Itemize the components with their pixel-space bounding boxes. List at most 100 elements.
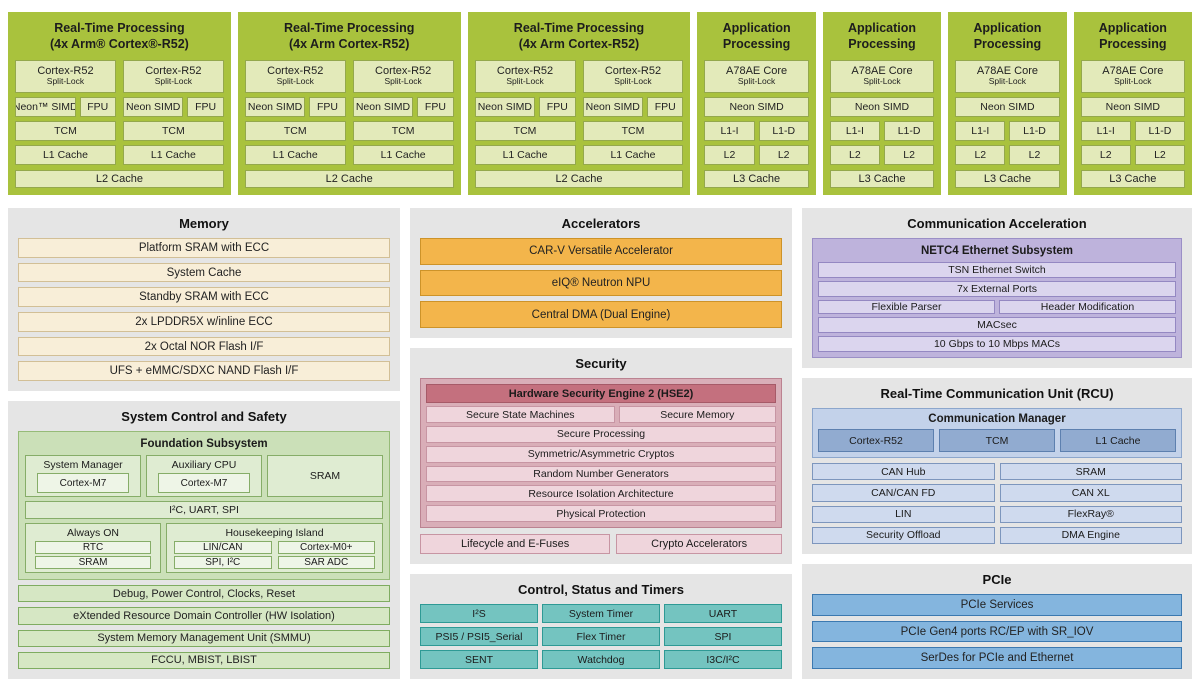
core-sub: Split-Lock [737, 76, 776, 87]
control-status-timers-panel: Control, Status and Timers I²S System Ti… [410, 574, 792, 679]
security-row: Random Number Generators [426, 465, 776, 483]
secure-state-machines-cell: Secure State Machines [426, 406, 615, 423]
core-name: Cortex-R52 [267, 64, 324, 77]
l1i-cell: L1-I [1080, 120, 1131, 141]
memory-row: UFS + eMMC/SDXC NAND Flash I/F [18, 361, 390, 382]
accelerators-panel: Accelerators CAR-V Versatile Accelerator… [410, 208, 792, 338]
spi-i2c-cell: SPI, I²C [174, 556, 272, 569]
app-cluster-4: Application Processing A78AE Core Split-… [1073, 12, 1193, 195]
panel-title: Memory [179, 216, 229, 231]
secure-memory-cell: Secure Memory [618, 406, 776, 423]
psi5-cell: PSI5 / PSI5_Serial [420, 627, 538, 646]
communication-manager: Communication Manager Cortex-R52 TCM L1 … [812, 408, 1182, 458]
communication-manager-title: Communication Manager [928, 413, 1066, 425]
rt-cluster-2: Real-Time Processing (4x Arm Cortex-R52)… [237, 12, 461, 195]
simd-fpu-row: Neon SIMD FPU [122, 96, 224, 117]
l1i-cell: L1-I [704, 120, 755, 141]
cluster-title-line2: Processing [722, 37, 791, 52]
simd-cell: Neon SIMD [122, 96, 184, 117]
l2-cache-cell: L2 Cache [474, 169, 684, 188]
header-modification-cell: Header Modification [999, 300, 1176, 314]
system-control-panel: System Control and Safety Foundation Sub… [8, 401, 400, 679]
cluster-title-line2: Processing [1099, 37, 1167, 52]
app-cluster-3: Application Processing A78AE Core Split-… [948, 12, 1067, 195]
pcie-row: PCIe Gen4 ports RC/EP with SR_IOV [812, 620, 1182, 643]
rcu-pair-row: LIN FlexRay® [812, 505, 1182, 523]
l2-cell: L2 [1009, 144, 1060, 165]
l2-cell: L2 [884, 144, 935, 165]
sram-cell: SRAM [999, 463, 1182, 481]
watchdog-cell: Watchdog [542, 650, 660, 669]
core-sub: Split-Lock [988, 76, 1027, 87]
simd-cell: Neon SIMD [829, 96, 935, 117]
cluster-title-line2: (4x Arm Cortex-R52) [518, 37, 640, 52]
l2-row: L2 L2 [829, 144, 935, 165]
security-pair-row: Secure State Machines Secure Memory [426, 406, 776, 423]
communication-manager-cells: Cortex-R52 TCM L1 Cache [818, 429, 1176, 452]
sram-cell: SRAM [267, 455, 383, 497]
system-control-row: Debug, Power Control, Clocks, Reset [18, 585, 390, 603]
core-cell: Cortex-R52 Split-Lock [474, 59, 576, 93]
l1-cache-cell: L1 Cache [15, 144, 116, 165]
left-column: Memory Platform SRAM with ECC System Cac… [8, 208, 400, 679]
tcm-cell: TCM [582, 120, 684, 141]
l1-row: L1-I L1-D [955, 120, 1060, 141]
security-panel: Security Hardware Security Engine 2 (HSE… [410, 348, 792, 564]
l1d-cell: L1-D [1134, 120, 1186, 141]
system-control-row: eXtended Resource Domain Controller (HW … [18, 607, 390, 625]
l1-row: L1-I L1-D [829, 120, 935, 141]
memory-row: Platform SRAM with ECC [18, 238, 390, 258]
cluster-title-line2: Processing [848, 37, 916, 52]
core-column: A78AE Core Split-Lock Neon SIMD L1-I L1-… [1080, 59, 1186, 165]
security-footer-row: Lifecycle and E-Fuses Crypto Accelerator… [420, 534, 782, 554]
simd-fpu-row: Neon SIMD FPU [352, 96, 454, 117]
cluster-title: Real-Time Processing (4x Arm Cortex-R52) [475, 20, 684, 53]
accelerator-row: CAR-V Versatile Accelerator [420, 238, 782, 265]
memory-row: 2x LPDDR5X w/inline ECC [18, 312, 390, 332]
ethernet-pair-row: Flexible Parser Header Modification [818, 300, 1176, 314]
simd-cell: Neon™ SIMD [15, 96, 76, 117]
app-cluster-2: Application Processing A78AE Core Split-… [822, 12, 942, 195]
simd-cell: Neon SIMD [704, 96, 809, 117]
simd-fpu-row: Neon SIMD FPU [582, 96, 684, 117]
core-sub: Split-Lock [46, 76, 85, 87]
l1i-cell: L1-I [829, 120, 880, 141]
core-sub: Split-Lock [506, 76, 544, 87]
flex-timer-cell: Flex Timer [542, 627, 660, 646]
ethernet-row: 10 Gbps to 10 Mbps MACs [818, 336, 1176, 352]
core-column: A78AE Core Split-Lock Neon SIMD L1-I L1-… [704, 59, 809, 165]
core-sub: Split-Lock [1114, 76, 1152, 87]
simd-fpu-row: Neon SIMD FPU [244, 96, 346, 117]
dma-engine-cell: DMA Engine [999, 526, 1182, 544]
cluster-title-line1: Application [973, 21, 1042, 35]
l1-row: L1-I L1-D [1080, 120, 1186, 141]
accelerator-rows: CAR-V Versatile Accelerator eIQ® Neutron… [420, 238, 782, 329]
sent-cell: SENT [420, 650, 538, 669]
core-sub: Split-Lock [863, 76, 901, 87]
core-cell: A78AE Core Split-Lock [704, 59, 809, 93]
security-row: Symmetric/Asymmetric Cryptos [426, 445, 776, 463]
memory-panel: Memory Platform SRAM with ECC System Cac… [8, 208, 400, 391]
cluster-title-line1: Real-Time Processing [284, 21, 415, 35]
core-cell: A78AE Core Split-Lock [829, 59, 935, 93]
fpu-cell: FPU [647, 96, 684, 117]
l2-row: L2 L2 [704, 144, 809, 165]
simd-cell: Neon SIMD [244, 96, 306, 117]
rcu-panel: Real-Time Communication Unit (RCU) Commu… [802, 378, 1192, 554]
system-timer-cell: System Timer [542, 604, 660, 623]
tcm-cell: TCM [15, 120, 116, 141]
lin-cell: LIN [812, 505, 995, 523]
panel-title: System Control and Safety [121, 409, 287, 424]
foundation-row-3: Always ON RTC SRAM Housekeeping Island L… [25, 523, 383, 573]
cluster-title-line1: Application [722, 21, 791, 35]
cluster-title-line1: Application [1098, 21, 1167, 35]
ethernet-row: TSN Ethernet Switch [818, 262, 1176, 278]
memory-row: Standby SRAM with ECC [18, 287, 390, 308]
l2-cell: L2 [1134, 144, 1186, 165]
foundation-title: Foundation Subsystem [140, 438, 268, 450]
housekeeping-cells: LIN/CAN Cortex-M0+ SPI, I²C SAR ADC [174, 541, 375, 569]
l2-cell: L2 [1080, 144, 1131, 165]
simd-fpu-row: Neon SIMD FPU [474, 96, 576, 117]
cluster-title-line1: Real-Time Processing [513, 21, 645, 35]
flexray-cell: FlexRay® [999, 505, 1182, 523]
